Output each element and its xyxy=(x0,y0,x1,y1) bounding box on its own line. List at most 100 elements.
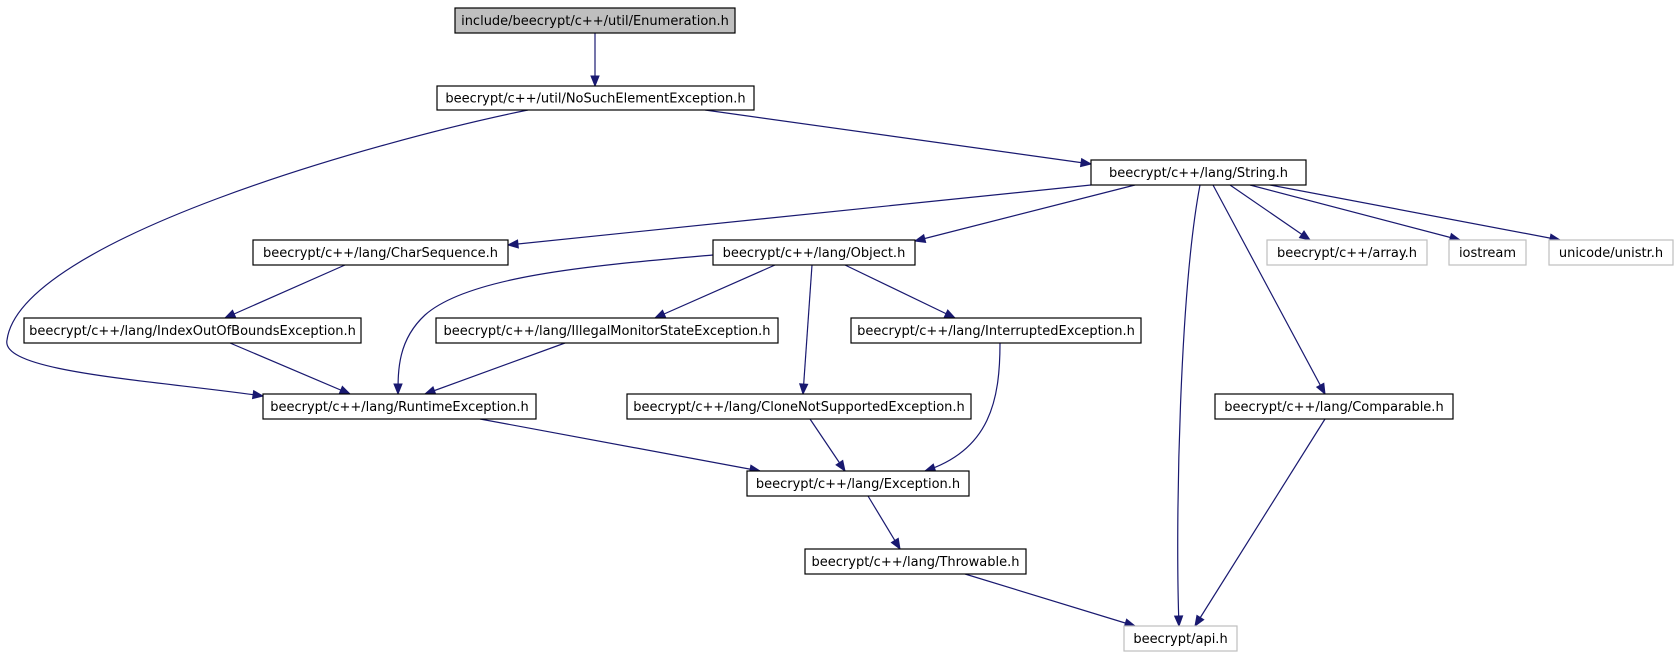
node-box xyxy=(1090,159,1307,186)
node-string[interactable]: beecrypt/c++/lang/String.h xyxy=(1090,159,1307,186)
nodes-layer: include/beecrypt/c++/util/Enumeration.h b… xyxy=(23,7,1674,652)
node-box xyxy=(746,470,970,497)
edge-line xyxy=(1212,184,1326,395)
edge-line xyxy=(1229,184,1311,241)
edge-line xyxy=(654,264,776,319)
edge-object-to-clonenotsupported xyxy=(799,264,813,396)
edge-arrowhead xyxy=(393,383,403,396)
edge-object-to-runtime xyxy=(393,254,714,396)
edge-line xyxy=(397,254,714,395)
node-comparable[interactable]: beecrypt/c++/lang/Comparable.h xyxy=(1214,393,1454,420)
node-label: beecrypt/c++/lang/Comparable.h xyxy=(1224,400,1443,415)
edge-arrowhead xyxy=(506,239,519,249)
node-box xyxy=(252,239,509,266)
node-box xyxy=(1448,239,1527,266)
edge-line xyxy=(224,264,346,319)
edge-string-to-api xyxy=(1173,184,1201,628)
node-box xyxy=(1214,393,1454,420)
edge-string-to-object xyxy=(913,184,1136,244)
edge-exception-to-throwable xyxy=(867,495,901,551)
edge-line xyxy=(964,573,1136,627)
node-label: beecrypt/c++/lang/Object.h xyxy=(723,246,906,261)
node-label: beecrypt/c++/lang/CharSequence.h xyxy=(263,246,498,261)
node-box xyxy=(804,548,1027,575)
edge-line xyxy=(802,264,813,395)
node-box xyxy=(262,393,537,420)
node-throwable[interactable]: beecrypt/c++/lang/Throwable.h xyxy=(804,548,1027,575)
edge-arrowhead xyxy=(1173,615,1184,628)
node-label: beecrypt/api.h xyxy=(1133,632,1227,647)
node-illegalmonitor[interactable]: beecrypt/c++/lang/IllegalMonitorStateExc… xyxy=(435,317,779,344)
node-box xyxy=(23,317,362,344)
edge-line xyxy=(507,184,1092,246)
edge-line xyxy=(704,109,1092,165)
edge-string-to-unistr xyxy=(1269,184,1562,243)
node-label: beecrypt/c++/lang/Exception.h xyxy=(756,477,960,492)
node-label: beecrypt/c++/lang/Throwable.h xyxy=(812,555,1020,570)
edge-string-to-array xyxy=(1229,184,1312,241)
node-clonenotsupported[interactable]: beecrypt/c++/lang/CloneNotSupportedExcep… xyxy=(626,393,972,420)
node-exception[interactable]: beecrypt/c++/lang/Exception.h xyxy=(746,470,970,497)
edge-line xyxy=(1194,418,1326,627)
node-label: beecrypt/c++/lang/RuntimeException.h xyxy=(270,400,529,415)
edge-nosuchelement-to-runtime xyxy=(6,109,529,400)
edge-throwable-to-api xyxy=(964,573,1137,628)
edge-clonenotsupported-to-exception xyxy=(809,418,846,473)
node-box xyxy=(1548,239,1674,266)
node-box xyxy=(850,317,1142,344)
edge-interrupted-to-exception xyxy=(923,342,1001,473)
edge-arrowhead xyxy=(338,385,352,395)
edge-object-to-illegalmonitor xyxy=(653,264,776,319)
edge-arrowhead xyxy=(890,537,901,551)
edge-arrowhead xyxy=(590,75,600,88)
edge-arrowhead xyxy=(913,233,927,244)
node-array: beecrypt/c++/array.h xyxy=(1266,239,1428,266)
node-label: unicode/unistr.h xyxy=(1559,246,1663,261)
edge-arrowhead xyxy=(1079,157,1093,168)
edge-line xyxy=(6,109,529,397)
edge-arrowhead xyxy=(1315,382,1326,396)
node-interrupted[interactable]: beecrypt/c++/lang/InterruptedException.h xyxy=(850,317,1142,344)
node-label: beecrypt/c++/lang/String.h xyxy=(1109,166,1288,181)
node-box xyxy=(712,239,916,266)
edge-string-to-charsequence xyxy=(506,184,1092,249)
node-box xyxy=(1123,625,1238,652)
edge-line xyxy=(229,342,351,395)
edge-arrowhead xyxy=(799,383,809,396)
edge-line xyxy=(479,418,761,472)
node-object[interactable]: beecrypt/c++/lang/Object.h xyxy=(712,239,916,266)
node-iostream: iostream xyxy=(1448,239,1527,266)
node-indexoutofbounds[interactable]: beecrypt/c++/lang/IndexOutOfBoundsExcept… xyxy=(23,317,362,344)
edge-comparable-to-api xyxy=(1194,418,1326,628)
edge-arrowhead xyxy=(423,385,437,395)
node-unistr: unicode/unistr.h xyxy=(1548,239,1674,266)
node-label: iostream xyxy=(1459,246,1516,261)
node-nosuchelement[interactable]: beecrypt/c++/util/NoSuchElementException… xyxy=(436,85,755,111)
node-label: beecrypt/c++/lang/IndexOutOfBoundsExcept… xyxy=(29,324,356,339)
edge-line xyxy=(914,184,1136,242)
edge-string-to-comparable xyxy=(1212,184,1326,396)
node-box xyxy=(1266,239,1428,266)
node-charsequence[interactable]: beecrypt/c++/lang/CharSequence.h xyxy=(252,239,509,266)
node-label: beecrypt/c++/lang/IllegalMonitorStateExc… xyxy=(444,324,771,339)
edge-line xyxy=(1177,184,1201,627)
node-box xyxy=(435,317,779,344)
node-label: beecrypt/c++/array.h xyxy=(1277,246,1417,261)
node-box xyxy=(454,7,736,34)
edge-line xyxy=(424,342,566,395)
edge-nosuchelement-to-string xyxy=(704,109,1093,168)
node-label: beecrypt/c++/lang/CloneNotSupportedExcep… xyxy=(633,400,965,415)
node-label: beecrypt/c++/lang/InterruptedException.h xyxy=(857,324,1135,339)
node-runtime[interactable]: beecrypt/c++/lang/RuntimeException.h xyxy=(262,393,537,420)
node-label: beecrypt/c++/util/NoSuchElementException… xyxy=(445,92,745,107)
edge-indexoutofbounds-to-runtime xyxy=(229,342,352,395)
edge-arrowhead xyxy=(1298,230,1312,241)
edge-arrowhead xyxy=(943,309,957,319)
edge-line xyxy=(924,342,1001,472)
edge-arrowhead xyxy=(223,309,237,319)
node-enumeration[interactable]: include/beecrypt/c++/util/Enumeration.h xyxy=(454,7,736,34)
edge-arrowhead xyxy=(251,389,265,400)
edge-line xyxy=(1249,184,1461,241)
node-box xyxy=(626,393,972,420)
